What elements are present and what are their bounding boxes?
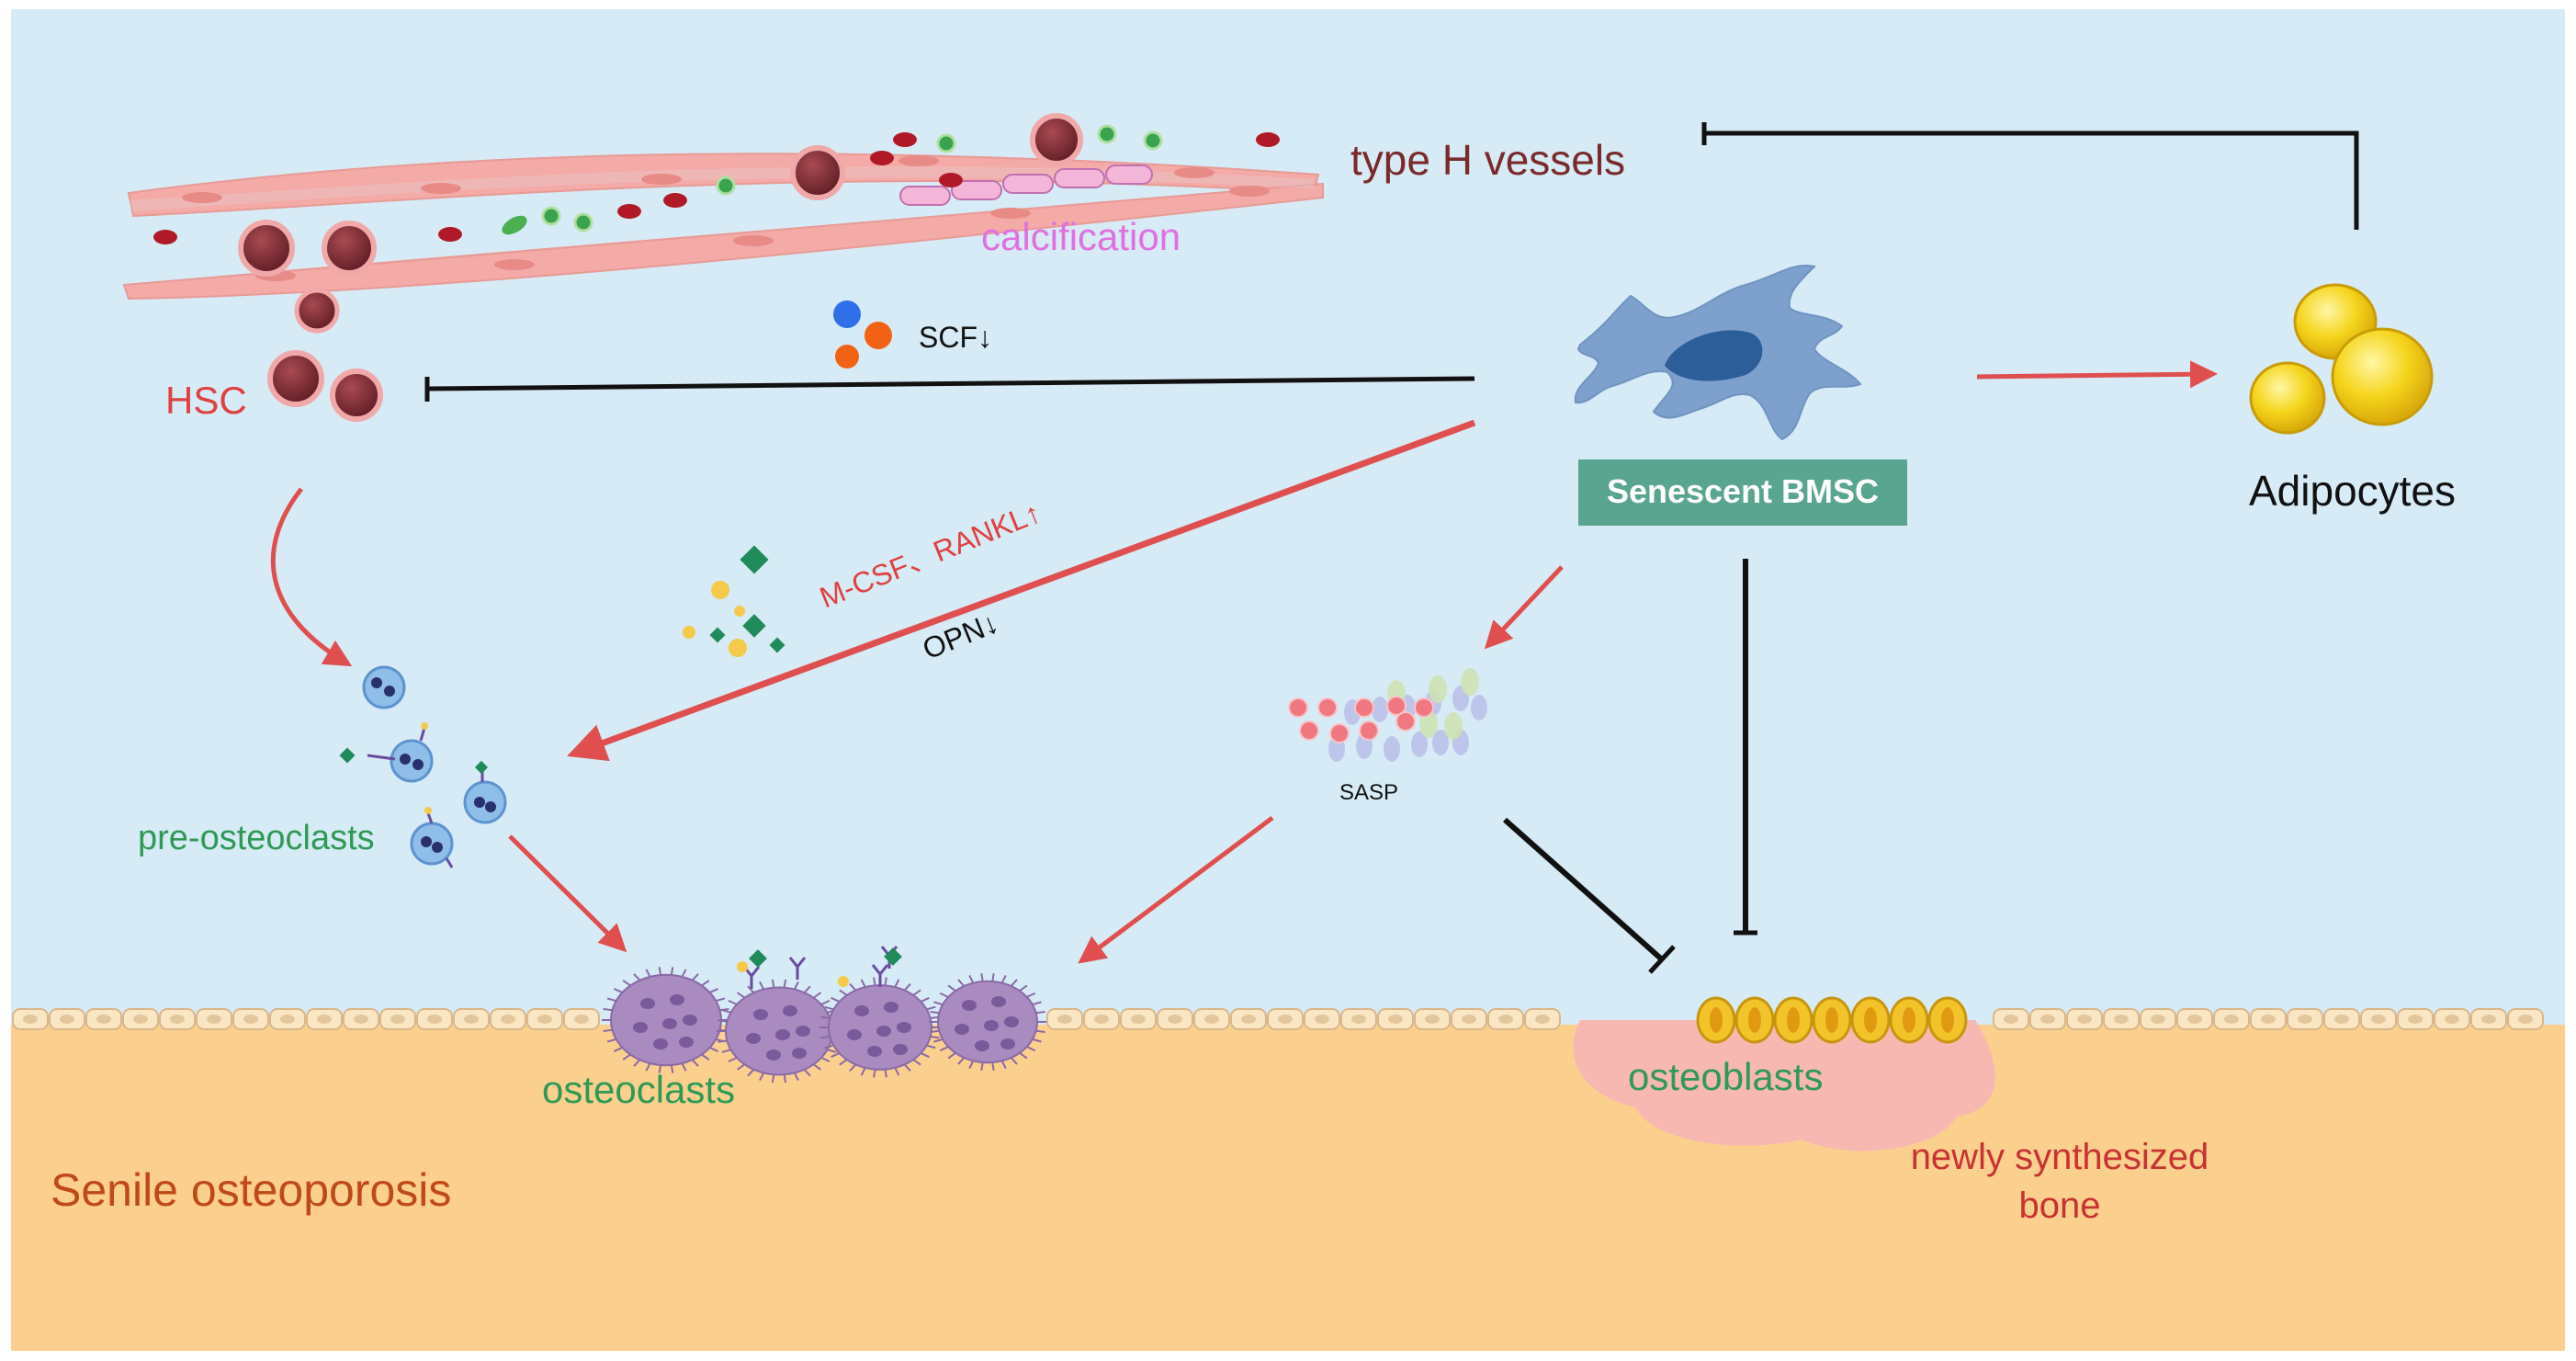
- inhibit-line-adipocytes-to-vessels: [1704, 130, 2359, 230]
- scf-label: SCF↓: [919, 321, 992, 354]
- adipocytes-label: Adipocytes: [2249, 467, 2456, 515]
- arrow-sasp-to-osteoclasts: [1078, 815, 1274, 964]
- arrow-pre-osteoclasts-to-osteoclasts: [508, 834, 627, 953]
- pre-osteoclast-cells: [339, 665, 507, 868]
- osteoblasts-label: osteoblasts: [1628, 1055, 1823, 1098]
- scf-molecules: [833, 301, 892, 369]
- arrow-bmsc-to-adipocytes: [1976, 360, 2218, 389]
- newly-synthesized-bone-label-line2: bone: [2019, 1185, 2101, 1226]
- hsc-cells: [267, 288, 383, 422]
- senescent-bmsc-cell: [1574, 265, 1862, 441]
- inhibit-bar-osteoblasts-sasp: [1648, 945, 1676, 974]
- bone-region: [11, 1025, 2565, 1351]
- osteoblasts-group: [1696, 996, 1968, 1044]
- inhibit-line-sasp-to-osteoblasts: [1503, 817, 1665, 963]
- arrow-bmsc-to-sasp: [1484, 565, 1564, 650]
- type-h-vessel: [122, 113, 1324, 301]
- arrow-bmsc-to-pre-osteoclasts: [567, 419, 1476, 762]
- arrow-hsc-to-pre-osteoclasts: [270, 487, 353, 667]
- senile-osteoporosis-label: Senile osteoporosis: [51, 1164, 451, 1216]
- bone-lining-cells: [12, 1008, 2544, 1030]
- senescent-bmsc-label: Senescent BMSC: [1607, 472, 1879, 510]
- osteoclasts-label: osteoclasts: [542, 1068, 735, 1111]
- adipocyte-cells: [2249, 283, 2434, 435]
- inhibit-line-bmsc-to-hsc: [426, 376, 1475, 391]
- calcification-label: calcification: [981, 215, 1181, 258]
- sasp-molecules: [1288, 668, 1487, 762]
- newly-synthesized-bone: [1573, 1020, 1995, 1151]
- newly-synthesized-bone-label-line1: newly synthesized: [1911, 1137, 2209, 1177]
- type-h-vessels-label: type H vessels: [1350, 136, 1625, 184]
- hsc-label: HSC: [165, 379, 247, 422]
- sasp-label: SASP: [1339, 780, 1398, 805]
- senescent-bmsc-label-box: [1578, 459, 1907, 526]
- pre-osteoclasts-label: pre-osteoclasts: [138, 819, 375, 857]
- osteoclast-cells: [602, 946, 1046, 1083]
- calcification-chain: [899, 164, 1153, 206]
